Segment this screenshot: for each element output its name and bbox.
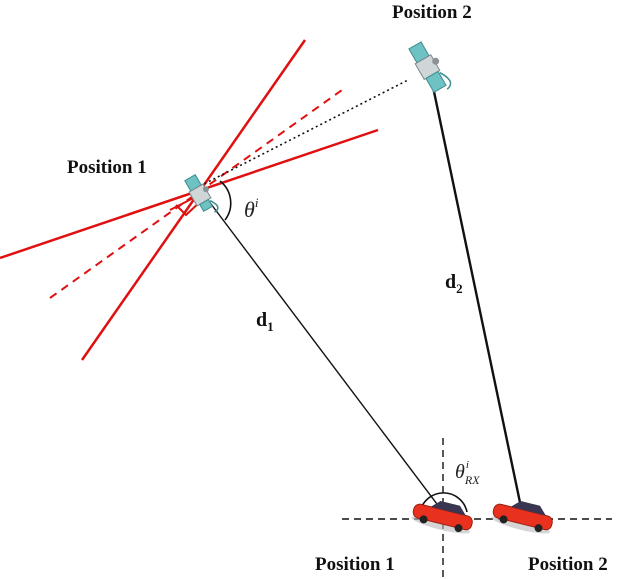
satellite-position-2-label: Position 2 <box>392 2 472 23</box>
theta-base: θ <box>244 197 255 222</box>
theta-label: θi <box>244 195 259 222</box>
theta-rx-subscript: RX <box>464 473 480 487</box>
theta-rx-superscript: i <box>466 459 469 471</box>
satellite-icon <box>408 41 452 93</box>
theta-rx-base: θ <box>455 461 465 483</box>
beam-edge-lower <box>0 128 379 260</box>
theta-angle-arc <box>219 180 232 221</box>
d2-base: d <box>445 271 456 293</box>
distance-d2-label: d2 <box>445 271 463 296</box>
d2-subscript: 2 <box>456 281 463 296</box>
distance-d1-label: d1 <box>256 309 274 334</box>
d1-subscript: 1 <box>267 319 274 334</box>
car-icon <box>411 500 473 534</box>
distance-line-d2 <box>430 81 524 513</box>
distance-line-d1 <box>204 195 444 513</box>
satellite-icon <box>184 173 219 213</box>
car-position-2-label: Position 2 <box>528 554 608 575</box>
beam-cone <box>0 39 379 361</box>
beam-center-dashed <box>49 89 343 299</box>
car-icon <box>491 500 553 534</box>
theta-superscript: i <box>255 195 259 210</box>
satellite-position-1-label: Position 1 <box>67 157 147 178</box>
d1-base: d <box>256 309 267 331</box>
car-position-1-label: Position 1 <box>315 554 395 575</box>
orbit-dotted-line <box>199 79 409 187</box>
